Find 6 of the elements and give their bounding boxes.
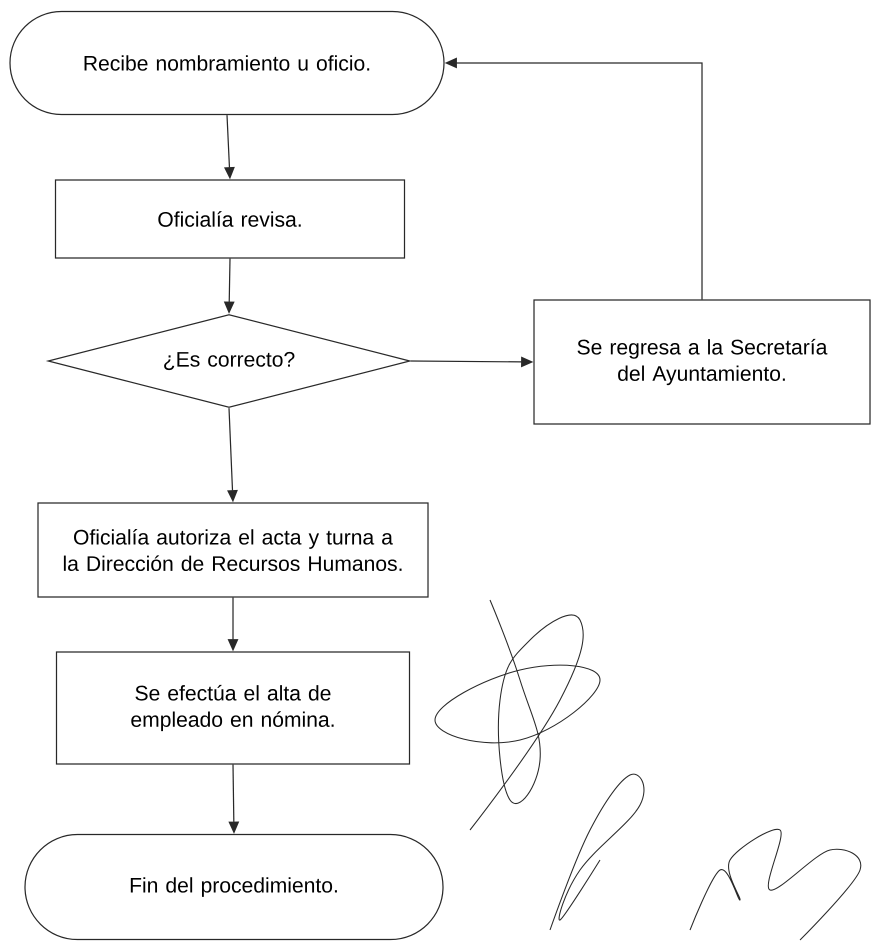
end-terminal: Fin del procedimiento. xyxy=(24,834,444,940)
start-terminal: Recibe nombramiento u oficio. xyxy=(9,10,445,116)
process-box: Oficialía autoriza el acta y turna a la Dirección de Recursos Humanos. xyxy=(37,502,429,598)
process-box: Se efectúa el alta de empleado en nómina. xyxy=(56,651,410,765)
process-box: Oficialía revisa. xyxy=(54,179,406,259)
process-box: Se regresa a la Secretaría del Ayuntamiento. xyxy=(533,299,871,425)
